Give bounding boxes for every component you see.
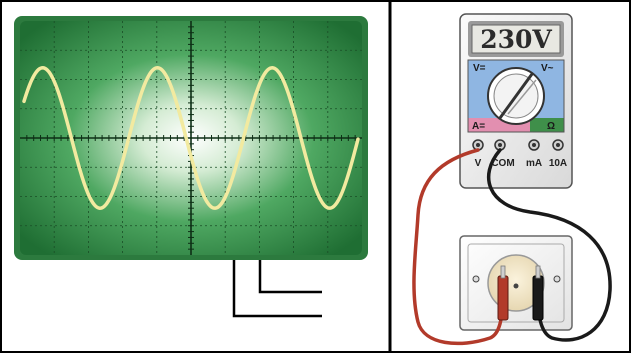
jack-10a-label: 10A xyxy=(549,158,567,169)
selector-face-border xyxy=(467,59,565,133)
red-probe-handle xyxy=(497,275,509,321)
black-probe-handle xyxy=(532,275,544,321)
rotary-dial-grip xyxy=(507,79,537,115)
probe-lead-inner xyxy=(258,260,322,294)
label-ac-voltage: V~ xyxy=(541,63,554,74)
rotary-dial-pointer xyxy=(498,72,534,120)
socket-earth-pin-icon xyxy=(513,283,519,289)
sine-waveform xyxy=(22,66,360,210)
jack-10a-hole-icon xyxy=(556,143,560,147)
socket-screw-right-icon xyxy=(553,275,561,283)
jack-10a: 10A xyxy=(549,139,567,169)
socket-screw-left-icon xyxy=(472,275,480,283)
black-probe xyxy=(532,265,544,321)
multimeter: 230V V= V~ A= Ω V COM mA xyxy=(459,13,573,189)
red-probe-tip xyxy=(500,265,506,279)
jack-com-label: COM xyxy=(491,158,514,169)
oscilloscope-grid xyxy=(20,21,362,255)
red-probe xyxy=(497,265,509,321)
probe-lead-outer xyxy=(232,260,322,318)
oscilloscope xyxy=(14,16,368,318)
label-dc-current: A= xyxy=(472,121,485,132)
black-probe-tip xyxy=(535,265,541,279)
jack-ma-label: mA xyxy=(526,158,542,169)
multimeter-reading: 230V xyxy=(480,25,552,54)
jack-v-label: V xyxy=(475,158,482,169)
jack-v-hole-icon xyxy=(476,143,480,147)
label-dc-voltage: V= xyxy=(473,63,486,74)
label-ohm: Ω xyxy=(547,121,555,132)
jack-com-hole-icon xyxy=(498,143,502,147)
jack-ma-hole-icon xyxy=(532,143,536,147)
red-test-lead xyxy=(412,148,505,346)
wall-socket xyxy=(459,235,573,331)
black-test-lead xyxy=(486,148,612,342)
socket-plate-inner xyxy=(467,243,565,323)
multimeter-display xyxy=(471,24,561,54)
jack-ma: mA xyxy=(526,139,542,169)
ohm-section xyxy=(530,118,564,132)
